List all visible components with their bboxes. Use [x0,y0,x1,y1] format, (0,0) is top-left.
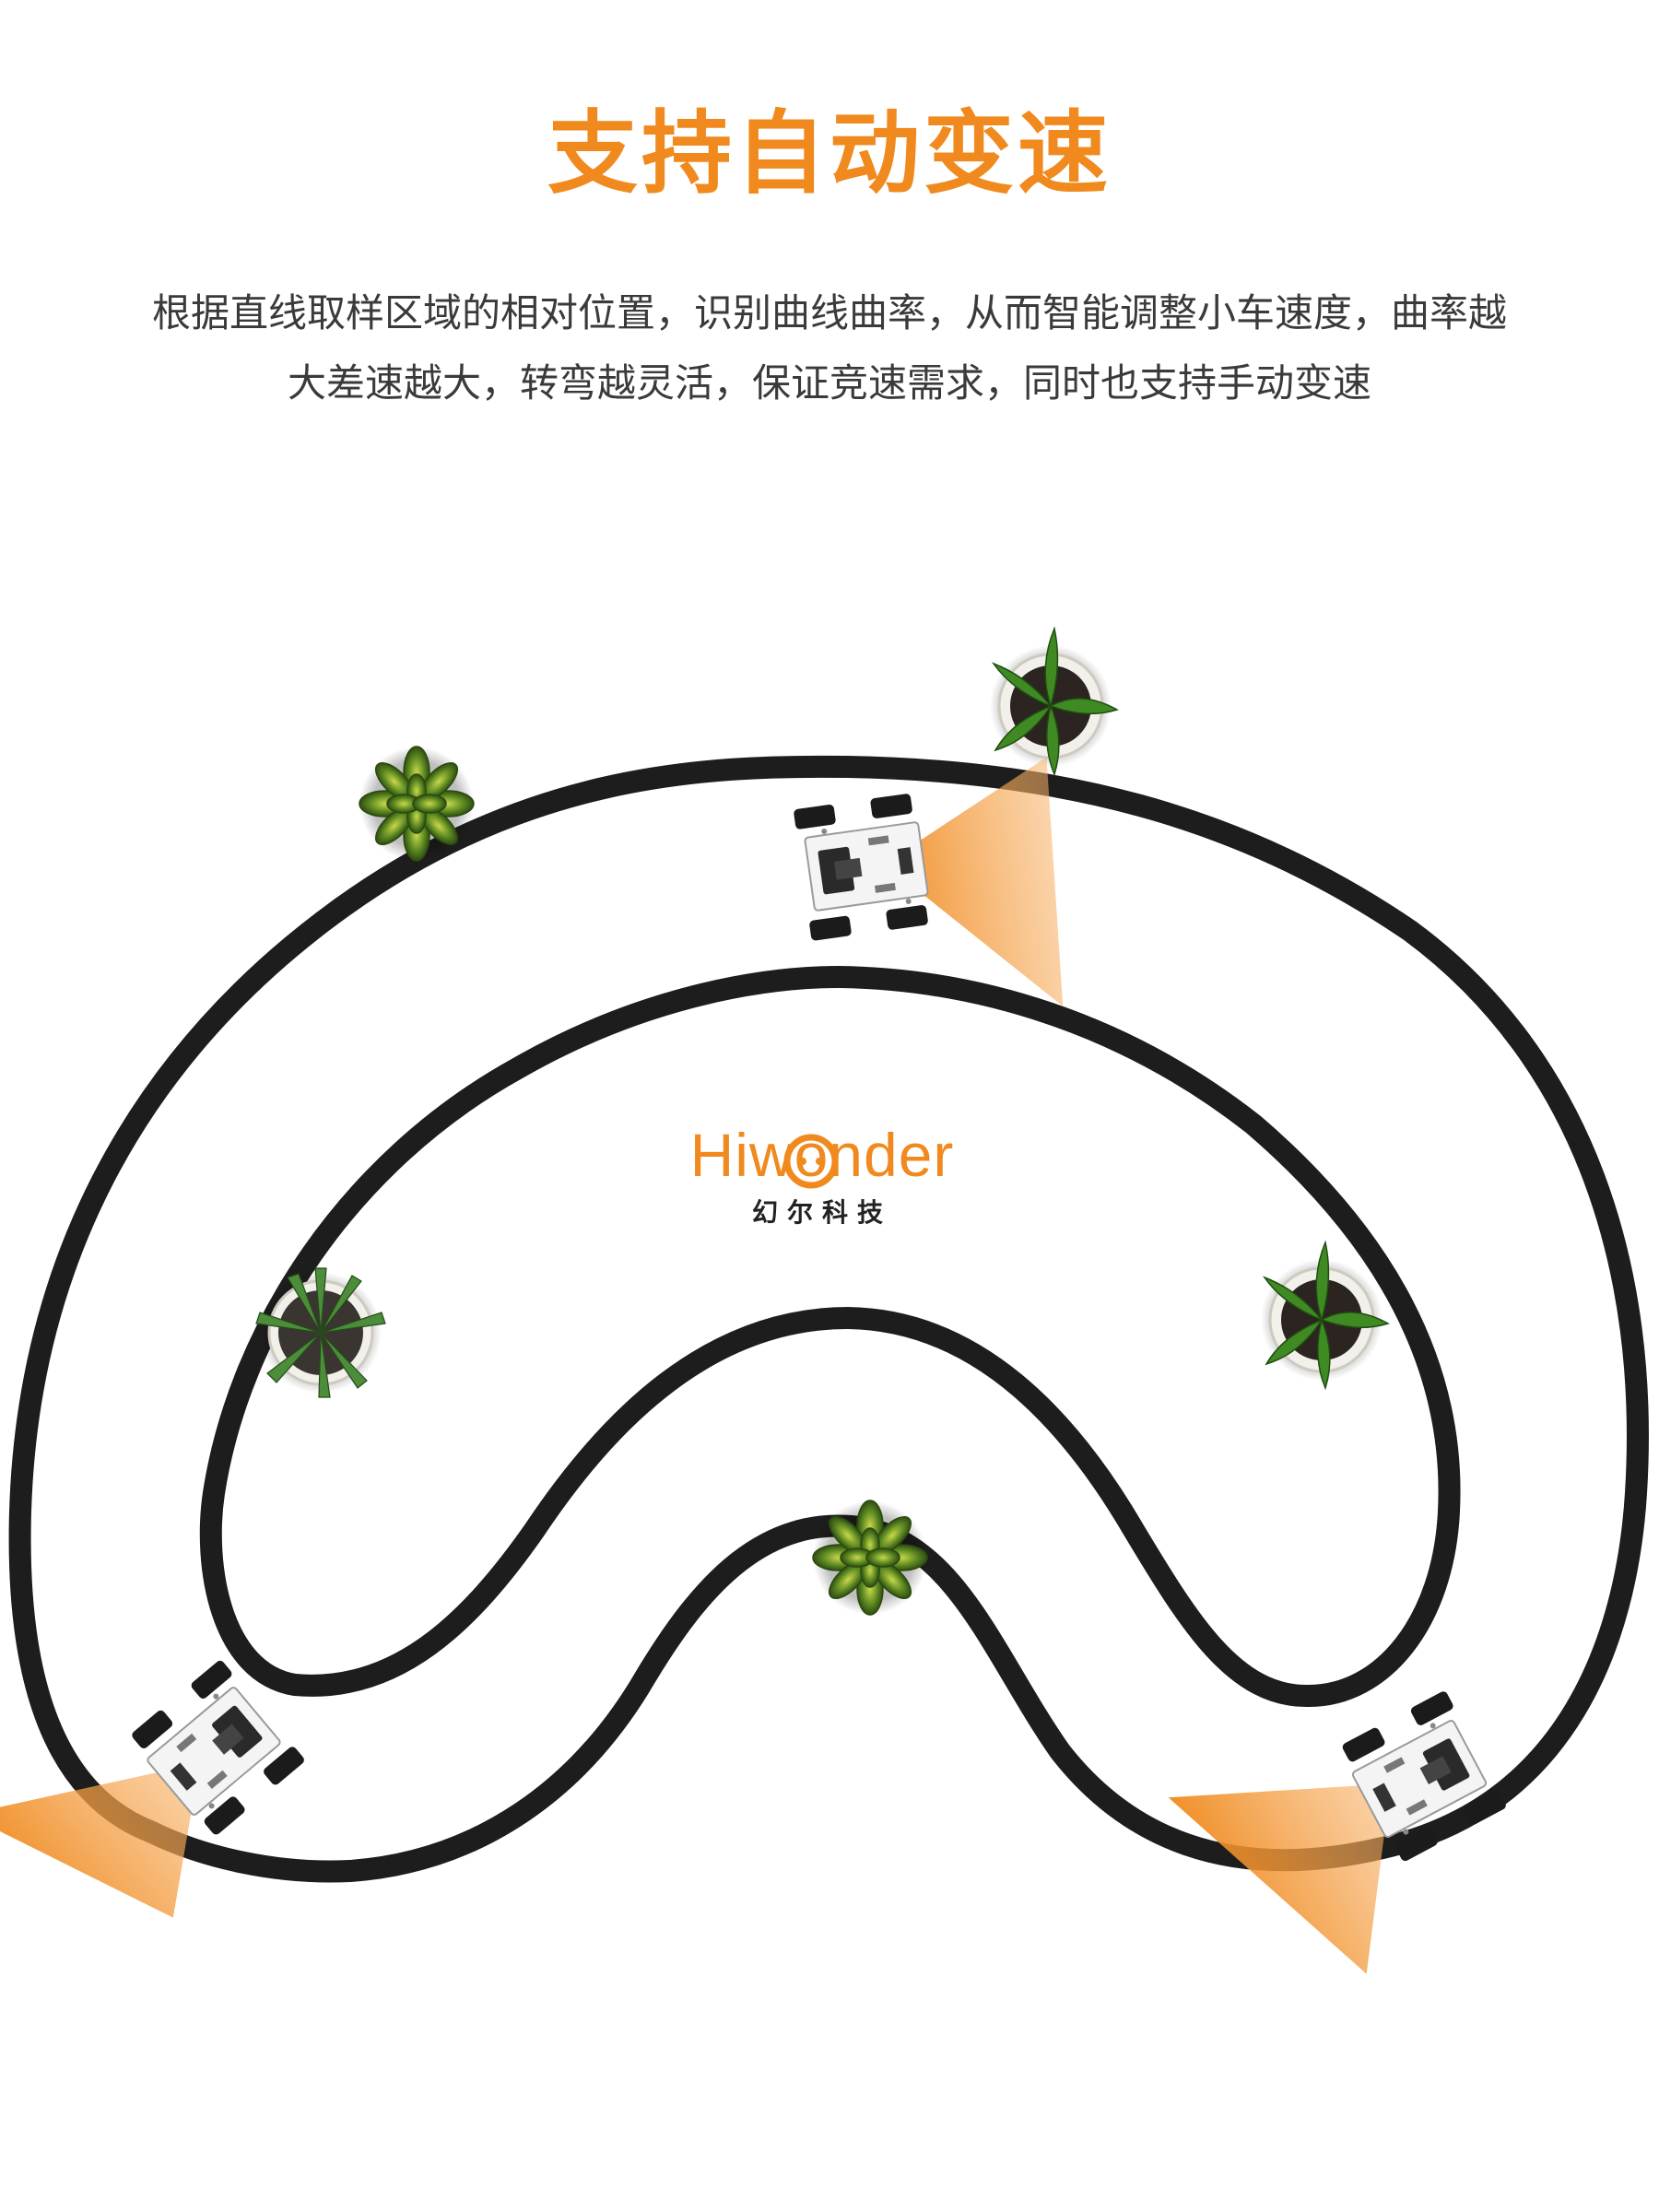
camera-view-cone-icon [0,1762,200,1918]
robot-car-icon [792,792,934,943]
plant-bush-top-left [359,746,475,862]
brand-subtitle: 幻尔科技 [751,1197,892,1228]
robot-car-top [792,757,1064,1006]
page-description: 根据直线取样区域的相对位置，识别曲线曲率，从而智能调整小车速度，曲率越 大差速越… [55,278,1604,418]
brand-logo-mark [783,1134,839,1189]
plant-star-left [254,1266,387,1399]
race-track [8,755,1649,1883]
camera-view-cone-icon [1168,1783,1391,1974]
description-line-2: 大差速越大，转弯越灵活，保证竞速需求，同时也支持手动变速 [287,360,1371,406]
plant-bush-bottom [812,1500,928,1616]
track-inner-line [199,966,1461,1708]
camera-view-cone-icon [884,757,1064,1006]
robot-car-bottom-right [1168,1688,1509,1974]
brand-logo: Hiwonder 幻尔科技 [647,1124,997,1226]
brand-name: Hiwonder [689,1121,955,1189]
page-title: 支持自动变速 [547,101,1112,206]
plant-pot-top [988,627,1119,776]
track-outer-line [8,755,1649,1883]
description-line-1: 根据直线取样区域的相对位置，识别曲线曲率，从而智能调整小车速度，曲率越 [151,290,1507,335]
robot-car-bottom-left [0,1657,307,1918]
